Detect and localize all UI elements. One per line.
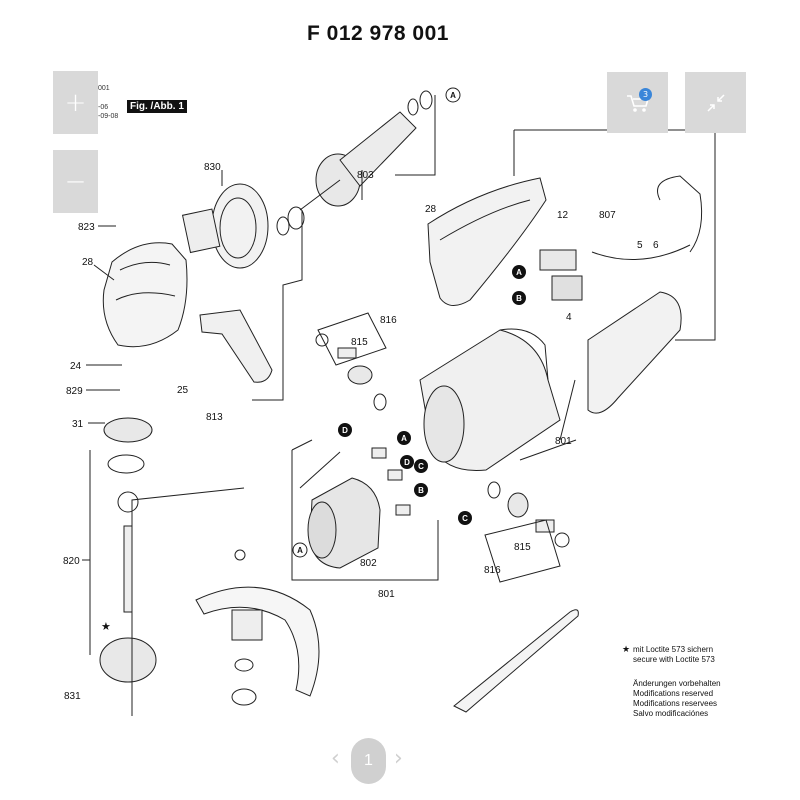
callout-a-top: A [450,91,456,100]
label-816-bottom: 816 [484,565,501,576]
label-831: 831 [64,691,81,702]
legend-mod-de: Änderungen vorbehalten [633,679,721,688]
label-823: 823 [78,222,95,233]
label-829: 829 [66,386,83,397]
label-12: 12 [557,210,569,221]
cart-button[interactable]: 3 [607,72,668,133]
zoom-in-button[interactable]: + [53,71,98,134]
label-4: 4 [566,312,572,323]
callout-a-handle: A [516,268,522,277]
plus-icon: + [64,87,87,118]
legend-mod-fr: Modifications reservees [633,699,718,708]
label-803: 803 [357,170,374,181]
label-28-right: 28 [425,204,437,215]
collapse-arrows-icon [706,93,725,112]
label-5: 5 [637,240,643,251]
callout-a-field: A [297,546,303,555]
zoom-out-button[interactable]: − [53,150,98,213]
prev-page-button[interactable]: ‹ [331,746,340,771]
label-801-right: 801 [555,436,572,447]
callout-c-mid: C [418,462,424,471]
callout-d-mid: D [404,458,410,467]
minus-icon: − [64,166,87,197]
label-801-bottom: 801 [378,589,395,600]
label-815-bottom: 815 [514,542,531,553]
pagination: ‹ 1 › [0,738,756,784]
legend-mod-en: Modifications reserved [633,689,714,698]
label-813: 813 [206,412,223,423]
star-marker: ★ [101,620,111,633]
callout-b-handle: B [516,294,522,303]
figure-label: Fig. /Abb. 1 [127,100,187,113]
page-title: F 012 978 001 [307,22,449,45]
label-830: 830 [204,162,221,173]
callout-a-mid: A [401,434,407,443]
next-page-button[interactable]: › [394,746,403,771]
current-page-indicator[interactable]: 1 [351,738,386,784]
label-28-left: 28 [82,257,94,268]
label-6: 6 [653,240,659,251]
legend-loctite-de: mit Loctite 573 sichern [633,645,714,654]
label-807: 807 [599,210,616,221]
label-31: 31 [72,419,84,430]
label-24: 24 [70,361,82,372]
legend-loctite-en: secure with Loctite 573 [633,655,715,664]
meta-line-2: -06 [98,104,109,111]
legend: ★ mit Loctite 573 sichern secure with Lo… [622,644,721,719]
label-816-top: 816 [380,315,397,326]
callout-c-right: C [462,514,468,523]
cart-count-badge: 3 [639,88,652,101]
label-820: 820 [63,556,80,567]
meta-line-3: -09-08 [98,113,119,120]
legend-mod-es: Salvo modificaciónes [633,709,709,718]
label-815-top: 815 [351,337,368,348]
callout-d-left: D [342,426,348,435]
label-802: 802 [360,558,377,569]
callout-b-mid: B [418,486,424,495]
legend-star-icon: ★ [622,644,631,654]
collapse-button[interactable] [685,72,746,133]
meta-line-1: 001 [98,85,110,92]
label-25: 25 [177,385,189,396]
